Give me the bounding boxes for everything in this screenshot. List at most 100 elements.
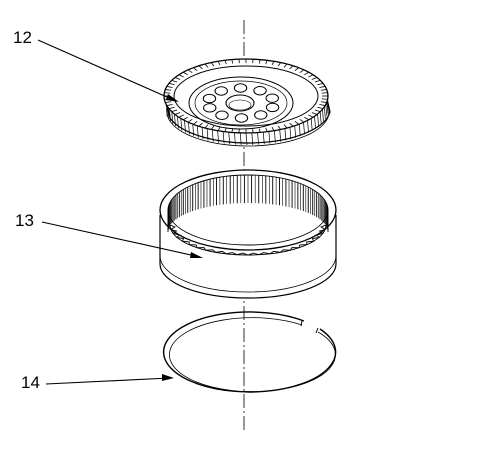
gear-tooth	[289, 122, 294, 127]
bolt-hole	[265, 93, 279, 103]
gear-tooth	[224, 127, 227, 132]
gear-tooth-side	[184, 120, 186, 133]
bolt-hole	[234, 113, 249, 123]
ring-gear-bottom-edge	[159, 255, 337, 293]
gear-tooth-side	[298, 124, 301, 137]
gear-tooth-side	[325, 104, 328, 117]
gear-tooth	[283, 124, 288, 129]
bolt-hole	[254, 110, 268, 120]
gear-tooth-side	[245, 132, 248, 146]
gear-tooth-side	[326, 101, 329, 114]
part-13-ring-gear	[159, 169, 337, 299]
gear-tooth	[165, 89, 172, 91]
gear-tooth	[265, 60, 268, 65]
callout-label-12: 12	[13, 28, 32, 47]
leader-arrow-12	[166, 94, 179, 102]
snap-ring-outer	[162, 311, 337, 393]
gear-tooth-side	[239, 132, 242, 145]
gear-tooth	[217, 61, 221, 66]
callout-label-13: 13	[15, 211, 34, 230]
gear-tooth-side	[201, 127, 204, 140]
gear-plate-inner-rim	[173, 65, 319, 127]
gear-tooth	[238, 128, 240, 133]
gear-tooth-side	[307, 120, 309, 133]
gear-tooth-side	[217, 130, 219, 143]
gear-tooth	[308, 114, 314, 118]
gear-tooth	[211, 62, 215, 67]
gear-tooth	[304, 116, 310, 121]
gear-tooth	[178, 114, 184, 118]
gear-plate-center-bore	[225, 94, 255, 112]
gear-tooth	[168, 82, 175, 86]
leader-line-12	[37, 39, 177, 102]
gear-tooth	[283, 63, 288, 68]
gear-tooth	[265, 127, 268, 132]
ring-gear-internal-teeth-back	[167, 175, 329, 232]
gear-tooth	[187, 69, 193, 73]
gear-tooth-side	[192, 124, 195, 137]
gear-tooth	[174, 77, 181, 80]
gear-tooth	[320, 101, 327, 103]
gear-tooth	[271, 61, 275, 66]
gear-tooth	[320, 89, 327, 91]
gear-tooth	[289, 65, 294, 70]
gear-tooth	[277, 125, 281, 130]
gear-tooth	[294, 120, 299, 125]
gear-tooth	[238, 59, 240, 64]
gear-tooth	[193, 120, 198, 125]
gear-tooth	[178, 74, 184, 78]
gear-tooth-side	[303, 122, 305, 135]
gear-tooth-side	[279, 129, 282, 142]
gear-tooth	[168, 106, 175, 110]
gear-tooth	[294, 67, 299, 72]
gear-tooth	[317, 106, 324, 110]
gear-tooth-side	[289, 127, 292, 140]
gear-tooth	[252, 128, 254, 133]
gear-tooth-side	[257, 132, 259, 145]
leader-arrow-14	[162, 374, 174, 381]
gear-tooth-side	[222, 131, 225, 144]
bolt-hole	[202, 93, 217, 104]
gear-tooth	[198, 65, 203, 70]
gear-tooth	[193, 67, 198, 72]
gear-tooth	[314, 79, 321, 83]
gear-tooth	[204, 63, 209, 68]
gear-tooth	[166, 104, 173, 106]
gear-tooth-side	[188, 122, 190, 135]
gear-tooth-side	[206, 128, 209, 141]
gear-plate-center-bore-inner	[228, 99, 252, 111]
gear-tooth-side	[262, 132, 265, 145]
gear-tooth-side	[294, 125, 297, 138]
gear-tooth-side	[317, 114, 319, 127]
snap-ring-gap-end-2	[315, 327, 319, 334]
gear-tooth	[299, 119, 305, 123]
gear-tooth	[217, 126, 221, 131]
gear-tooth	[171, 109, 178, 113]
gear-tooth	[271, 126, 275, 131]
gear-tooth	[319, 104, 326, 106]
gear-tooth	[258, 59, 261, 64]
gear-tooth-side	[196, 125, 199, 138]
gear-tooth	[299, 69, 305, 73]
gear-tooth-side	[211, 129, 214, 142]
leader-arrow-13	[190, 252, 203, 258]
gear-tooth	[308, 74, 314, 78]
gear-tooth	[182, 116, 188, 121]
gear-tooth	[198, 122, 203, 127]
bolt-hole	[215, 110, 229, 120]
gear-tooth	[171, 79, 178, 83]
gear-tooth	[224, 60, 227, 65]
bolt-hole	[203, 103, 217, 113]
gear-tooth-side	[177, 116, 179, 129]
gear-tooth-side	[167, 106, 169, 119]
gear-tooth-side	[251, 132, 254, 145]
gear-tooth-side	[234, 132, 236, 145]
gear-tooth-side	[228, 132, 231, 145]
gear-plate-bolt-holes	[202, 83, 280, 123]
callout-label-14: 14	[21, 373, 40, 392]
gear-plate-hub-inner	[194, 80, 288, 126]
leader-line-13	[41, 221, 201, 258]
gear-tooth-side	[268, 131, 271, 144]
bolt-hole	[214, 86, 228, 96]
gear-tooth	[317, 82, 324, 86]
